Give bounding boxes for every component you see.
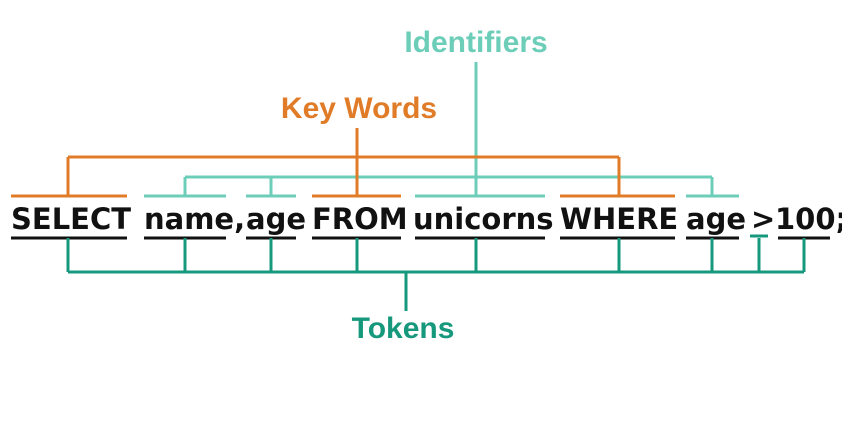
tokens-bracket xyxy=(66,238,806,311)
keywords-bracket xyxy=(66,128,621,196)
sql-statement: SELECT name, age FROM unicorns WHERE age… xyxy=(11,202,842,236)
token-from: FROM xyxy=(312,202,408,236)
keywords-label: Key Words xyxy=(281,92,437,125)
token-age: age xyxy=(246,202,306,236)
token-age-2: age xyxy=(686,202,746,236)
identifiers-bracket xyxy=(183,62,714,196)
token-number: 100; xyxy=(775,202,842,236)
token-gt: > xyxy=(751,202,775,236)
identifiers-label: Identifiers xyxy=(404,26,547,59)
tokens-label: Tokens xyxy=(352,312,455,345)
token-unicorns: unicorns xyxy=(413,202,554,236)
token-name: name, xyxy=(144,202,245,236)
token-select: SELECT xyxy=(11,202,131,236)
token-where: WHERE xyxy=(560,202,678,236)
token-top-bars xyxy=(11,194,768,238)
